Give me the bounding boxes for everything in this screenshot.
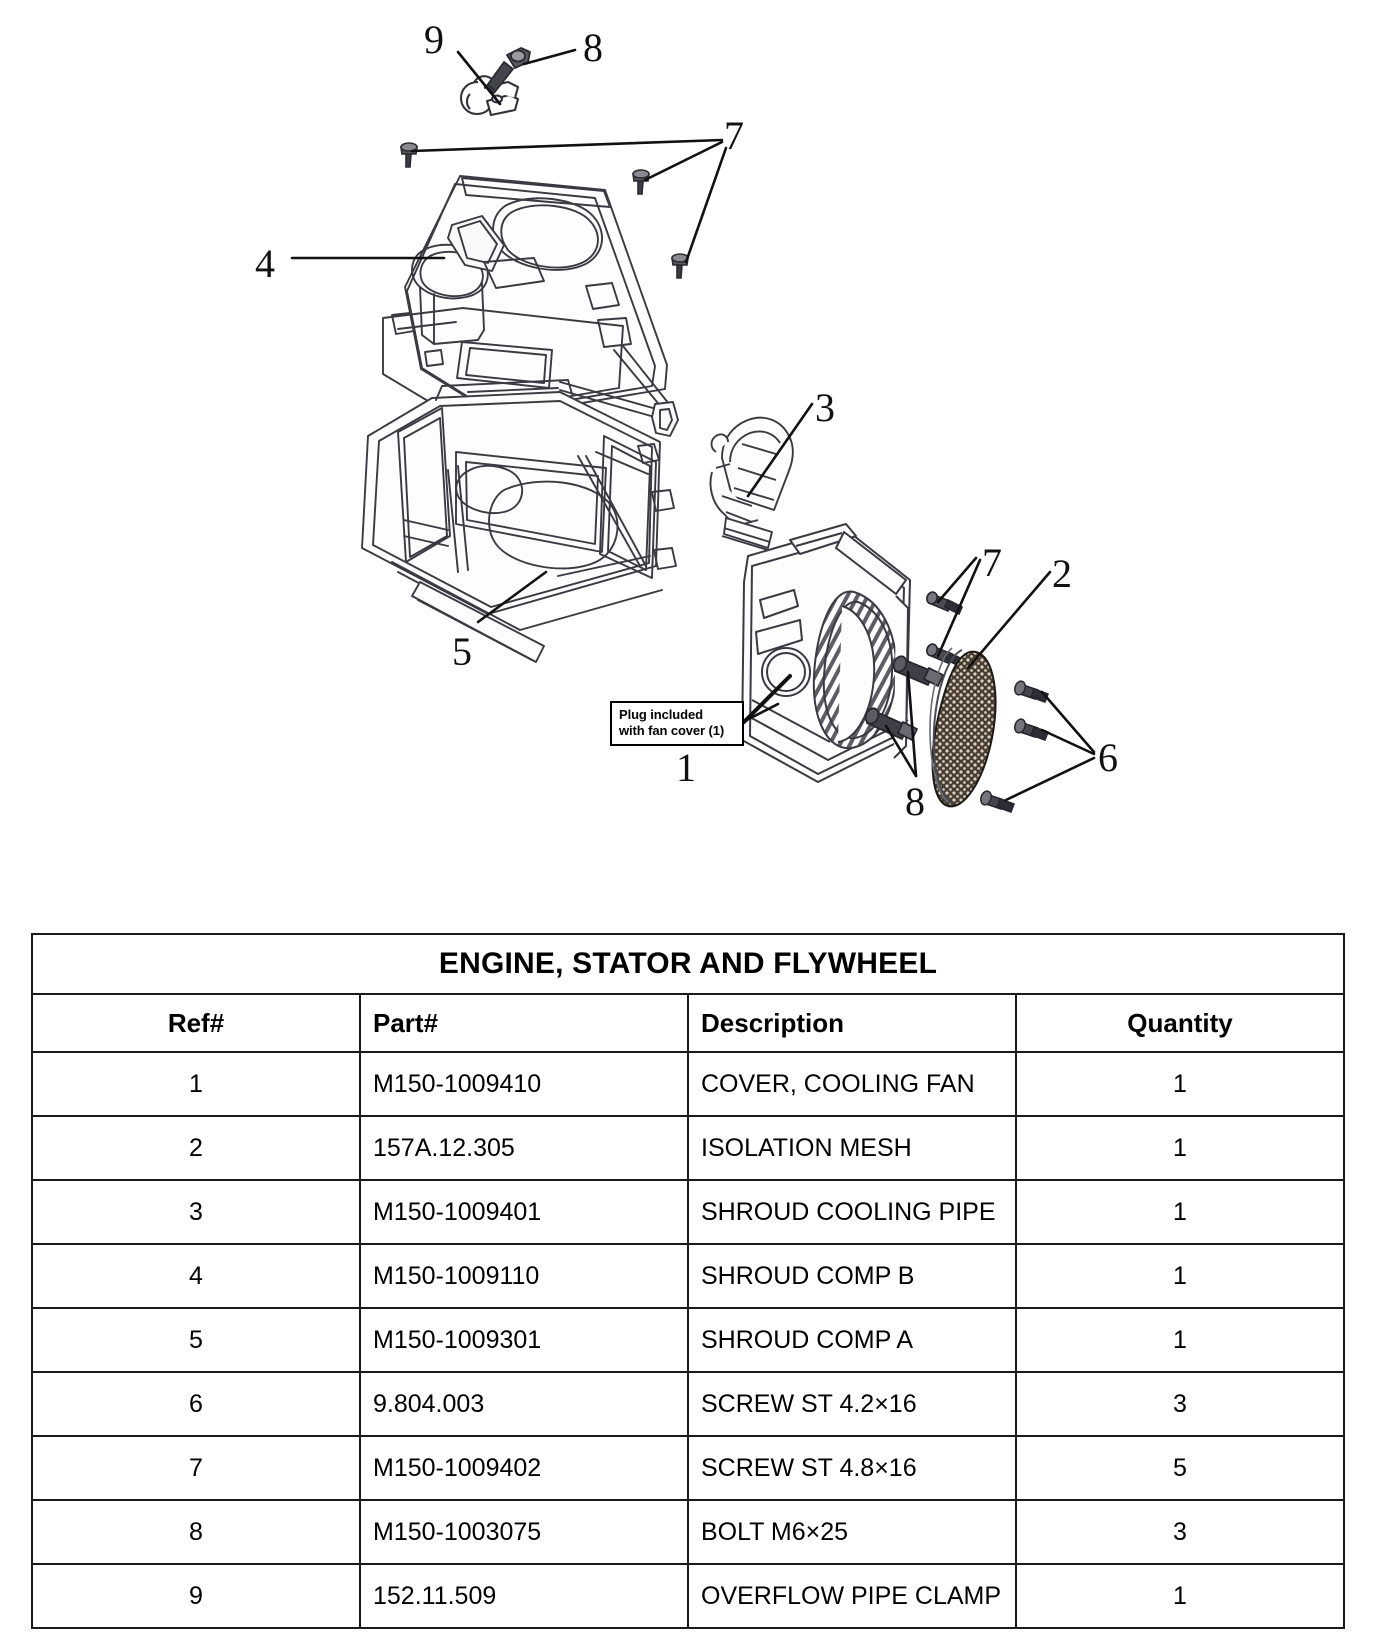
- cell-quantity: 3: [1015, 1371, 1345, 1437]
- part-shroud-cooling-pipe: [709, 416, 794, 551]
- cell-description: SHROUD COOLING PIPE: [687, 1179, 1017, 1245]
- cell-part: M150-1003075: [359, 1499, 689, 1565]
- callout-7-screws-fan: 7: [982, 540, 1002, 585]
- cell-ref: 9: [31, 1563, 361, 1629]
- table-row: 3 M150-1009401 SHROUD COOLING PIPE 1: [31, 1179, 1345, 1245]
- exploded-diagram: 9 8 7 4 3 5 7 2 6 1 8 Plug included with…: [255, 17, 1118, 824]
- part-bolts-fan-cover: [864, 655, 945, 742]
- callout-8-bolts-fan: 8: [905, 779, 925, 824]
- cell-description: BOLT M6×25: [687, 1499, 1017, 1565]
- column-header-ref: Ref#: [31, 993, 361, 1053]
- cell-quantity: 1: [1015, 1179, 1345, 1245]
- cell-description: SHROUD COMP B: [687, 1243, 1017, 1309]
- table-row: 9 152.11.509 OVERFLOW PIPE CLAMP 1: [31, 1563, 1345, 1629]
- cell-ref: 6: [31, 1371, 361, 1437]
- table-row: 1 M150-1009410 COVER, COOLING FAN 1: [31, 1051, 1345, 1117]
- cell-part: 9.804.003: [359, 1371, 689, 1437]
- callout-7-screws-top: 7: [724, 113, 744, 158]
- callout-1-cover-cooling-fan: 1: [676, 745, 696, 790]
- cell-description: ISOLATION MESH: [687, 1115, 1017, 1181]
- cell-quantity: 1: [1015, 1307, 1345, 1373]
- plug-note-line-1: Plug included: [619, 707, 703, 722]
- cell-description: COVER, COOLING FAN: [687, 1051, 1017, 1117]
- callout-3-shroud-cooling-pipe: 3: [815, 385, 835, 430]
- callout-5-shroud-comp-a: 5: [452, 629, 472, 674]
- table-title-row: ENGINE, STATOR AND FLYWHEEL: [31, 933, 1345, 995]
- cell-description: OVERFLOW PIPE CLAMP: [687, 1563, 1017, 1629]
- parts-table-container: ENGINE, STATOR AND FLYWHEEL Ref# Part# D…: [31, 933, 1345, 1629]
- callout-8-bolt-top: 8: [583, 25, 603, 70]
- cell-ref: 3: [31, 1179, 361, 1245]
- part-isolation-mesh: [929, 647, 997, 808]
- cell-description: SCREW ST 4.2×16: [687, 1371, 1017, 1437]
- table-row: 7 M150-1009402 SCREW ST 4.8×16 5: [31, 1435, 1345, 1501]
- cell-ref: 8: [31, 1499, 361, 1565]
- plug-note-line-2: with fan cover (1): [619, 723, 725, 738]
- cell-ref: 7: [31, 1435, 361, 1501]
- cell-part: M150-1009410: [359, 1051, 689, 1117]
- cell-part: 152.11.509: [359, 1563, 689, 1629]
- plug-included-note: Plug included with fan cover (1): [610, 701, 744, 746]
- cell-quantity: 3: [1015, 1499, 1345, 1565]
- column-header-quantity: Quantity: [1015, 993, 1345, 1053]
- cell-ref: 1: [31, 1051, 361, 1117]
- part-bolt-top: [485, 47, 531, 94]
- cell-description: SCREW ST 4.8×16: [687, 1435, 1017, 1501]
- table-row: 4 M150-1009110 SHROUD COMP B 1: [31, 1243, 1345, 1309]
- callout-9-overflow-pipe-clamp: 9: [424, 17, 444, 62]
- part-screws-top: [400, 142, 689, 279]
- table-row: 8 M150-1003075 BOLT M6×25 3: [31, 1499, 1345, 1565]
- table-row: 5 M150-1009301 SHROUD COMP A 1: [31, 1307, 1345, 1373]
- cell-quantity: 1: [1015, 1243, 1345, 1309]
- table-row: 2 157A.12.305 ISOLATION MESH 1: [31, 1115, 1345, 1181]
- cell-part: M150-1009110: [359, 1243, 689, 1309]
- part-shroud-comp-b: [382, 175, 679, 437]
- cell-quantity: 5: [1015, 1435, 1345, 1501]
- cell-part: 157A.12.305: [359, 1115, 689, 1181]
- parts-table-body: ENGINE, STATOR AND FLYWHEEL Ref# Part# D…: [31, 933, 1345, 1629]
- cell-ref: 4: [31, 1243, 361, 1309]
- callout-4-shroud-comp-b: 4: [255, 241, 275, 286]
- cell-ref: 2: [31, 1115, 361, 1181]
- part-shroud-comp-a: [361, 379, 677, 663]
- column-header-description: Description: [687, 993, 1017, 1053]
- part-screws-fan-cover: [926, 591, 964, 668]
- page-title: ENGINE, STATOR AND FLYWHEEL: [31, 933, 1345, 995]
- table-row: 6 9.804.003 SCREW ST 4.2×16 3: [31, 1371, 1345, 1437]
- column-header-part: Part#: [359, 993, 689, 1053]
- cell-description: SHROUD COMP A: [687, 1307, 1017, 1373]
- part-cover-cooling-fan: [741, 523, 911, 783]
- cell-part: M150-1009402: [359, 1435, 689, 1501]
- part-screws-mesh: [980, 680, 1049, 813]
- parts-table: ENGINE, STATOR AND FLYWHEEL Ref# Part# D…: [31, 933, 1345, 1629]
- cell-ref: 5: [31, 1307, 361, 1373]
- cell-quantity: 1: [1015, 1051, 1345, 1117]
- cell-quantity: 1: [1015, 1115, 1345, 1181]
- callout-6-screws-mesh: 6: [1098, 735, 1118, 780]
- cell-part: M150-1009401: [359, 1179, 689, 1245]
- cell-quantity: 1: [1015, 1563, 1345, 1629]
- table-header-row: Ref# Part# Description Quantity: [31, 993, 1345, 1053]
- diagram-canvas: [290, 47, 1096, 813]
- leader-lines: [290, 48, 1096, 802]
- part-overflow-pipe-clamp: [459, 75, 520, 117]
- cell-part: M150-1009301: [359, 1307, 689, 1373]
- callout-2-isolation-mesh: 2: [1052, 551, 1072, 596]
